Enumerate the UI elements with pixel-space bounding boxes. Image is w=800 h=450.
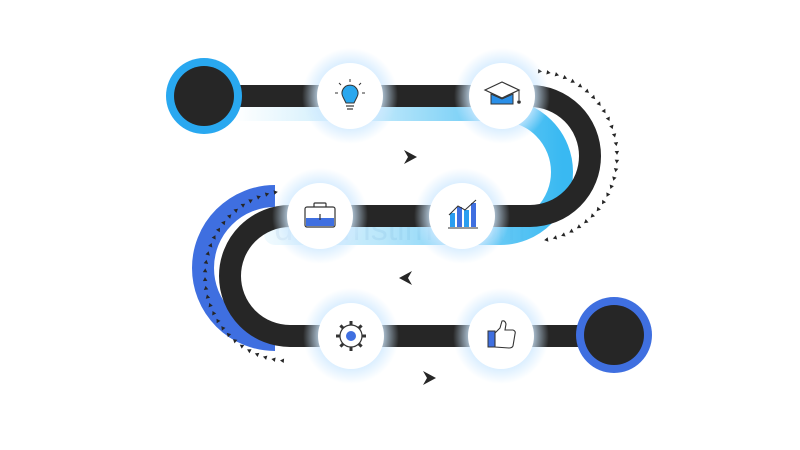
dot-marker — [590, 94, 596, 100]
milestone-node — [414, 168, 510, 264]
dot-marker — [247, 349, 252, 354]
milestone-node — [454, 48, 550, 144]
gear-tooth — [339, 342, 345, 348]
start-circle — [166, 58, 242, 134]
dot-marker — [606, 192, 611, 197]
dot-marker — [226, 332, 232, 338]
dot-marker — [576, 224, 582, 229]
dot-marker — [271, 357, 276, 362]
dot-marker — [212, 311, 217, 316]
dot-marker — [552, 235, 558, 240]
dot-marker — [240, 203, 246, 208]
dot-marker — [611, 133, 617, 138]
dot-marker — [273, 190, 278, 195]
dot-marker — [584, 219, 589, 224]
dot-marker — [221, 220, 226, 226]
road-path — [205, 85, 615, 347]
dot-marker — [216, 318, 221, 324]
dot-marker — [202, 268, 208, 273]
dot-marker — [546, 70, 551, 75]
dot-marker — [205, 251, 210, 256]
dot-marker — [614, 159, 620, 164]
end-circle — [576, 297, 652, 373]
bar-chart-growth-icon — [448, 199, 478, 229]
dot-marker — [605, 116, 610, 121]
dot-marker — [577, 83, 583, 88]
dot-marker — [202, 277, 208, 282]
direction-arrow-left — [399, 271, 412, 285]
dot-marker — [584, 88, 590, 93]
dot-marker — [554, 72, 560, 77]
dot-marker — [601, 199, 606, 205]
dot-marker — [232, 339, 238, 344]
dot-marker — [208, 302, 213, 308]
dot-marker — [216, 227, 221, 233]
direction-arrow-right — [404, 150, 417, 164]
thumbs-up-icon — [487, 320, 516, 349]
dot-marker — [203, 259, 209, 264]
dot-marker — [280, 358, 285, 364]
dot-marker — [264, 192, 270, 197]
dot-marker — [262, 355, 268, 360]
dot-marker — [227, 214, 232, 219]
dot-marker — [221, 326, 226, 331]
graduation-cap-icon — [483, 81, 521, 105]
dot-marker — [570, 78, 575, 83]
dot-marker — [256, 195, 261, 200]
dot-marker — [609, 184, 614, 189]
dot-marker — [562, 74, 568, 80]
dot-marker — [203, 285, 209, 291]
dot-marker — [208, 243, 213, 248]
dot-marker — [613, 141, 619, 147]
dot-marker — [614, 150, 620, 155]
dotted-arcs — [202, 68, 620, 364]
dot-marker — [561, 232, 566, 237]
milestone-node — [303, 288, 399, 384]
dot-marker — [612, 176, 617, 181]
gear-tooth — [339, 324, 345, 330]
milestone-node — [453, 288, 549, 384]
dot-marker — [205, 294, 211, 299]
dot-marker — [596, 101, 601, 106]
direction-arrows — [399, 150, 436, 385]
gear-tooth — [357, 342, 363, 348]
dot-marker — [233, 208, 238, 213]
dot-marker — [544, 237, 549, 242]
briefcase-icon — [304, 202, 336, 228]
dot-marker — [569, 228, 574, 233]
dot-marker — [613, 168, 619, 173]
dot-marker — [211, 235, 216, 240]
direction-arrow-right — [423, 371, 436, 385]
dot-marker — [254, 352, 260, 358]
dot-marker — [609, 124, 614, 130]
dot-marker — [596, 206, 601, 212]
accent-left-curve — [192, 185, 276, 351]
gear-tooth — [357, 324, 363, 330]
dot-marker — [601, 108, 606, 114]
dot-marker — [239, 344, 245, 349]
gear-icon — [336, 321, 366, 351]
dot-marker — [248, 199, 253, 204]
lightbulb-icon — [335, 79, 365, 110]
milestone-node — [302, 48, 398, 144]
milestone-node — [272, 168, 368, 264]
dot-marker — [590, 213, 595, 218]
